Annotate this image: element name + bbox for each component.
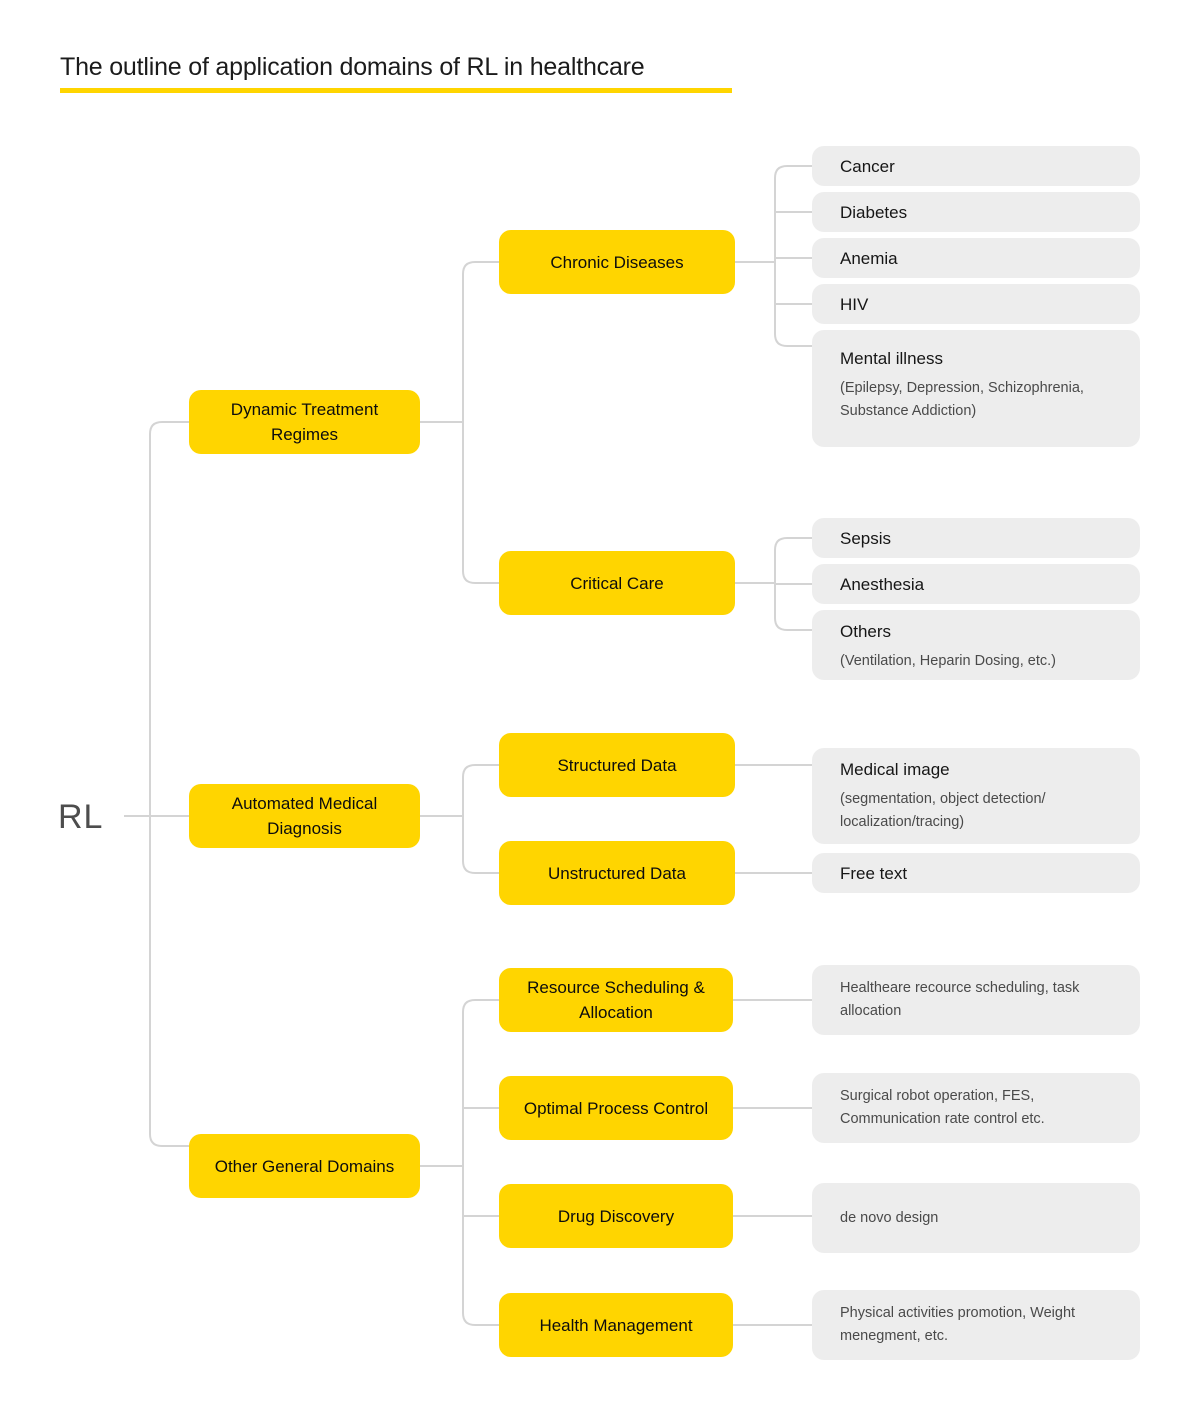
- leaf-title: Anesthesia: [840, 574, 925, 594]
- connector-chronic-trunk: [774, 165, 812, 347]
- leaf-node-de-novo-design[interactable]: de novo design: [812, 1183, 1140, 1253]
- connector-dtr-trunk: [462, 261, 499, 584]
- leaf-node-surgical-robot-operation[interactable]: Surgical robot operation, FES, Communica…: [812, 1073, 1140, 1143]
- subnode-resource-scheduling-allocation[interactable]: Resource Scheduling & Allocation: [499, 968, 733, 1032]
- subnode-label: Chronic Diseases: [550, 252, 684, 272]
- leaf-title: Medical image: [840, 760, 950, 779]
- leaf-node-diabetes[interactable]: Diabetes: [812, 192, 1140, 232]
- leaf-title: Anemia: [840, 248, 898, 268]
- leaf-title: Others: [840, 622, 892, 641]
- subnode-structured-data[interactable]: Structured Data: [499, 733, 735, 797]
- root-node-rl: RL: [58, 798, 104, 836]
- subnode-chronic-diseases[interactable]: Chronic Diseases: [499, 230, 735, 294]
- subnode-optimal-process-control[interactable]: Optimal Process Control: [499, 1076, 733, 1140]
- leaf-subtitle: (Epilepsy, Depression, Schizophrenia, Su…: [840, 380, 1084, 419]
- leaf-node-medical-image[interactable]: Medical image (segmentation, object dete…: [812, 748, 1140, 844]
- leaf-node-mental-illness[interactable]: Mental illness (Epilepsy, Depression, Sc…: [812, 330, 1140, 447]
- subnode-label: Health Management: [539, 1315, 693, 1335]
- leaf-node-hiv[interactable]: HIV: [812, 284, 1140, 324]
- leaf-subtitle: Physical activities promotion, Weight me…: [840, 1305, 1076, 1344]
- subnode-label: Critical Care: [570, 573, 664, 593]
- branch-node-automated-medical-diagnosis[interactable]: Automated Medical Diagnosis: [189, 784, 420, 848]
- subnode-unstructured-data[interactable]: Unstructured Data: [499, 841, 735, 905]
- subnode-drug-discovery[interactable]: Drug Discovery: [499, 1184, 733, 1248]
- title-underline: [60, 88, 732, 93]
- subnode-label: Optimal Process Control: [523, 1098, 709, 1118]
- branch-label: Dynamic Treatment Regimes: [230, 400, 379, 444]
- connector-ogd-trunk: [462, 999, 499, 1326]
- leaf-node-sepsis[interactable]: Sepsis: [812, 518, 1140, 558]
- leaf-title: Cancer: [840, 156, 895, 176]
- page-title: The outline of application domains of RL…: [60, 53, 645, 81]
- branch-label: Other General Domains: [214, 1156, 395, 1176]
- branch-label: Automated Medical Diagnosis: [231, 794, 378, 838]
- leaf-subtitle: Surgical robot operation, FES, Communica…: [840, 1088, 1045, 1127]
- leaf-subtitle: Healtheare recource scheduling, task all…: [840, 980, 1080, 1019]
- leaf-node-healthcare-resource-scheduling[interactable]: Healtheare recource scheduling, task all…: [812, 965, 1140, 1035]
- leaf-node-anemia[interactable]: Anemia: [812, 238, 1140, 278]
- connector-root-trunk: [149, 421, 189, 1147]
- leaf-subtitle: (Ventilation, Heparin Dosing, etc.): [840, 653, 1056, 669]
- leaf-node-anesthesia[interactable]: Anesthesia: [812, 564, 1140, 604]
- subnode-label: Structured Data: [557, 755, 677, 775]
- leaf-title: Diabetes: [840, 202, 908, 222]
- leaf-title: Mental illness: [840, 349, 943, 368]
- leaf-node-others[interactable]: Others (Ventilation, Heparin Dosing, etc…: [812, 610, 1140, 680]
- branch-node-other-general-domains[interactable]: Other General Domains: [189, 1134, 420, 1198]
- leaf-title: Free text: [840, 863, 908, 883]
- leaf-title: HIV: [840, 294, 869, 314]
- connector-amd-trunk: [462, 764, 499, 874]
- subnode-label: Drug Discovery: [557, 1206, 675, 1226]
- title-block: The outline of application domains of RL…: [60, 50, 760, 93]
- leaf-title: Sepsis: [840, 528, 892, 548]
- connector-critical-trunk: [774, 537, 812, 631]
- leaf-node-cancer[interactable]: Cancer: [812, 146, 1140, 186]
- leaf-node-free-text[interactable]: Free text: [812, 853, 1140, 893]
- subnode-label: Unstructured Data: [548, 863, 686, 883]
- leaf-node-physical-activities-promotion[interactable]: Physical activities promotion, Weight me…: [812, 1290, 1140, 1360]
- subnode-label: Resource Scheduling & Allocation: [527, 978, 705, 1022]
- branch-node-dynamic-treatment-regimes[interactable]: Dynamic Treatment Regimes: [189, 390, 420, 454]
- leaf-subtitle: de novo design: [840, 1209, 939, 1226]
- subnode-critical-care[interactable]: Critical Care: [499, 551, 735, 615]
- leaf-subtitle: (segmentation, object detection/ localiz…: [840, 791, 1046, 830]
- subnode-health-management[interactable]: Health Management: [499, 1293, 733, 1357]
